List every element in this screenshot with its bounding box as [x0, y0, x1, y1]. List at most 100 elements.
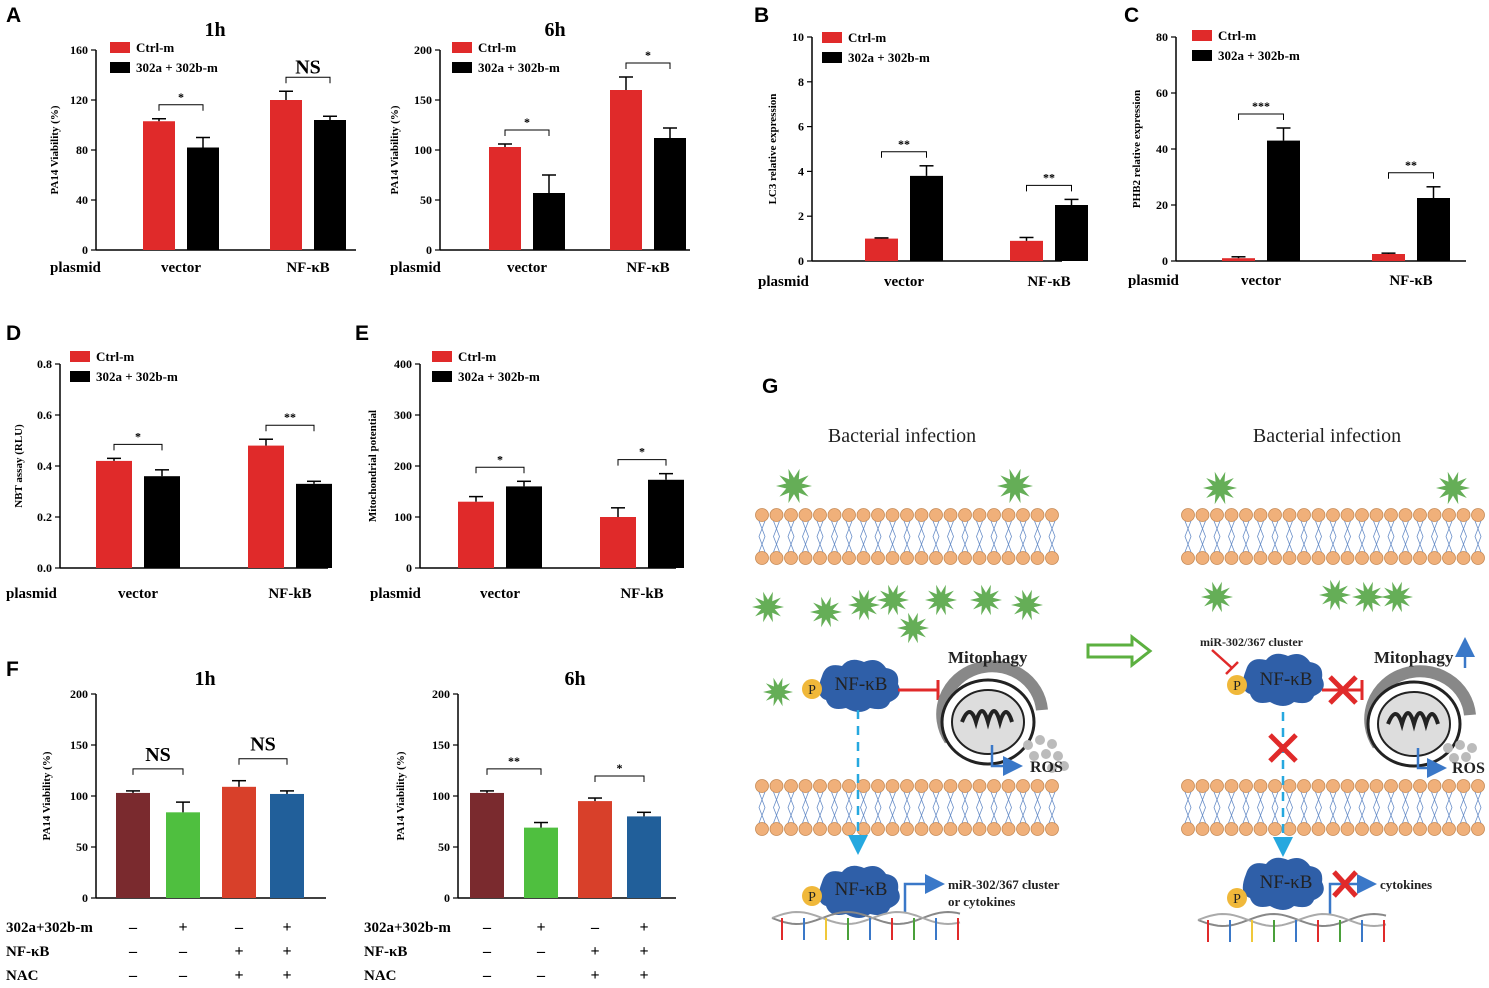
lipid-head — [1224, 508, 1239, 522]
y-tick-label: 300 — [394, 408, 412, 422]
lipid-head — [1471, 822, 1485, 836]
bar — [610, 90, 642, 250]
lipid-tail — [1184, 791, 1192, 824]
lipid-head — [987, 822, 1001, 836]
bar — [524, 827, 558, 898]
left-nfkb-label: NF-κB — [835, 674, 888, 695]
legend-label: 302a + 302b-m — [458, 369, 540, 384]
lipid-head — [1195, 508, 1210, 522]
lipid-head — [1001, 822, 1016, 836]
y-tick-label: 0 — [406, 561, 412, 575]
right-ros-label: ROS — [1452, 760, 1485, 777]
lipid-tail — [845, 520, 853, 553]
transcription-block-x-icon — [1332, 870, 1358, 898]
bar — [1267, 140, 1300, 261]
condition-sign: + — [282, 919, 291, 936]
lipid-head — [813, 508, 827, 522]
lipid-head — [1355, 551, 1369, 565]
lipid-head — [1181, 508, 1195, 522]
lipid-tail — [1005, 791, 1012, 824]
lipid-head — [1016, 822, 1030, 836]
bar — [96, 460, 132, 568]
lipid-tail — [1048, 791, 1056, 824]
y-axis-label: PHB2 relative expression — [1131, 90, 1143, 208]
row-label: plasmid — [1128, 273, 1180, 289]
lipid-tail — [918, 791, 925, 824]
lipid-tail — [1034, 791, 1041, 824]
lipid-tail — [1271, 520, 1279, 553]
lipid-tail — [802, 520, 809, 553]
lipid-head — [1297, 779, 1311, 793]
right-nfkb-complex: NF-κB P — [1227, 653, 1324, 706]
condition-sign: – — [536, 943, 546, 960]
lipid-head — [885, 508, 900, 522]
significance-bracket — [1238, 113, 1284, 120]
bar — [470, 792, 504, 898]
row-label: plasmid — [758, 274, 810, 290]
bar — [1372, 254, 1405, 261]
legend-label: Ctrl-m — [478, 40, 516, 55]
y-tick-label: 0 — [82, 891, 88, 905]
x-tick-label: NF-κB — [1389, 273, 1432, 289]
lipid-head — [1442, 551, 1456, 565]
lipid-head — [769, 779, 784, 793]
lipid-head — [972, 779, 987, 793]
bacterium-icon — [752, 591, 784, 623]
transition-arrow-icon — [1086, 633, 1153, 669]
y-tick-label: 0 — [82, 243, 88, 257]
x-tick-label: vector — [161, 260, 201, 276]
lipid-head — [1384, 822, 1398, 836]
lipid-tail — [1315, 791, 1322, 824]
lipid-tail — [1019, 791, 1027, 824]
x-tick-label: vector — [1241, 273, 1281, 289]
lipid-head — [755, 822, 769, 836]
significance-bracket — [158, 104, 204, 111]
y-tick-label: 200 — [432, 687, 450, 701]
lipid-head — [827, 779, 842, 793]
lipid-tail — [1416, 791, 1424, 824]
lipid-tail — [1431, 791, 1438, 824]
bar — [143, 121, 175, 250]
y-tick-label: 100 — [432, 789, 450, 803]
lipid-tail — [1048, 791, 1056, 824]
lipid-head — [1210, 508, 1224, 522]
lipid-tail — [961, 791, 969, 824]
condition-sign: + — [590, 967, 599, 984]
y-tick-label: 200 — [394, 459, 412, 473]
lipid-tail — [860, 520, 867, 553]
lipid-tail — [1213, 791, 1221, 824]
significance-label: * — [178, 90, 184, 104]
significance-label: NS — [295, 56, 321, 78]
y-tick-label: 400 — [394, 357, 412, 371]
lipid-head — [1268, 779, 1282, 793]
bacterium-icon — [1381, 581, 1413, 613]
lipid-tail — [1184, 791, 1192, 824]
lipid-tail — [787, 791, 795, 824]
lipid-head — [1413, 822, 1427, 836]
lipid-head — [885, 779, 900, 793]
bar — [578, 801, 612, 898]
bar — [314, 120, 346, 250]
lipid-head — [1398, 779, 1413, 793]
left-mitophagy-label: Mitophagy — [948, 648, 1028, 667]
y-axis-label: Mitochondrial potential — [367, 410, 379, 522]
y-tick-label: 100 — [394, 510, 412, 524]
lipid-tail — [816, 791, 824, 824]
lipid-head — [798, 779, 813, 793]
lipid-head — [1413, 508, 1427, 522]
lipid-tail — [1402, 791, 1409, 824]
lipid-tail — [1019, 791, 1027, 824]
y-tick-label: 150 — [414, 93, 432, 107]
panel-label-e: E — [355, 322, 369, 345]
y-tick-label: 0 — [1162, 254, 1168, 268]
lipid-head — [1224, 551, 1239, 565]
lipid-tail — [990, 791, 998, 824]
right-nuclear-phospho-label: P — [1233, 892, 1241, 907]
right-nuclear-nfkb-label: NF-κB — [1260, 872, 1313, 893]
lipid-tail — [1474, 520, 1482, 553]
lipid-head — [958, 822, 972, 836]
bacterium-icon — [1319, 579, 1351, 611]
bacterium-icon — [810, 596, 842, 628]
